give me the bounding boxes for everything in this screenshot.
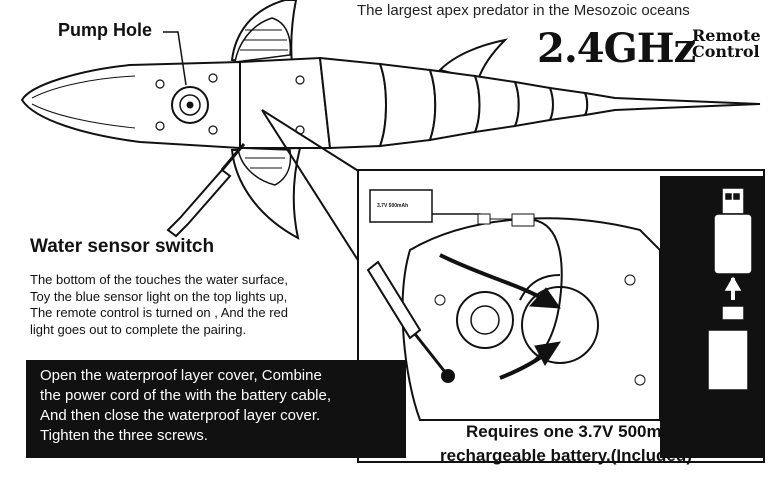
instruction-panel [26, 360, 406, 458]
remote-label-line2: Control [692, 42, 760, 61]
battery-requirement: Requires one 3.7V 500mAh rechargeable ba… [440, 420, 692, 468]
battery-requirement-line1: Requires one 3.7V 500mAh [466, 422, 685, 441]
water-sensor-line: The remote control is turned on , And th… [30, 305, 288, 320]
mosasaur-body [20, 0, 761, 240]
battery-pack-label: 3.7V 500mAh [377, 203, 409, 209]
usb-charger-icon [707, 187, 753, 391]
remote-control-label: Remote Control [692, 28, 761, 60]
water-sensor-title: Water sensor switch [30, 236, 215, 257]
flipper-bottom [237, 147, 292, 186]
remote-label-line1: Remote [692, 26, 761, 45]
cover-instruction-line: And then close the waterproof layer cove… [40, 407, 321, 424]
screwdriver-icon [166, 143, 246, 238]
tagline: The largest apex predator in the Mesozoi… [357, 2, 690, 19]
cover-instruction-line: the power cord of the with the battery c… [40, 387, 331, 404]
water-sensor-description: The bottom of the touches the water surf… [30, 272, 350, 338]
water-sensor-line: Toy the blue sensor light on the top lig… [30, 288, 288, 304]
water-sensor-line: light goes out to complete the pairing. [30, 321, 247, 337]
cover-instructions: Open the waterproof layer cover, Combine… [40, 366, 410, 446]
water-sensor-line: The bottom of the touches the water surf… [30, 272, 288, 287]
cover-instruction-line: Tighten the three screws. [40, 427, 208, 444]
arrow-icon [439, 253, 562, 380]
remote-frequency: 2.4GHz [537, 25, 696, 72]
zoom-inset [357, 169, 765, 463]
cover-instruction-line: Open the waterproof layer cover, Combine [40, 367, 322, 384]
head-bolts [155, 73, 305, 135]
flipper-top [234, 17, 292, 63]
battery-pack-icon [369, 189, 563, 371]
battery-requirement-line2: rechargeable battery.(Included) [440, 446, 692, 465]
pump-hole-label: Pump Hole [58, 20, 153, 40]
zoom-screwdriver-icon [366, 260, 455, 383]
pump-hole [163, 31, 209, 124]
